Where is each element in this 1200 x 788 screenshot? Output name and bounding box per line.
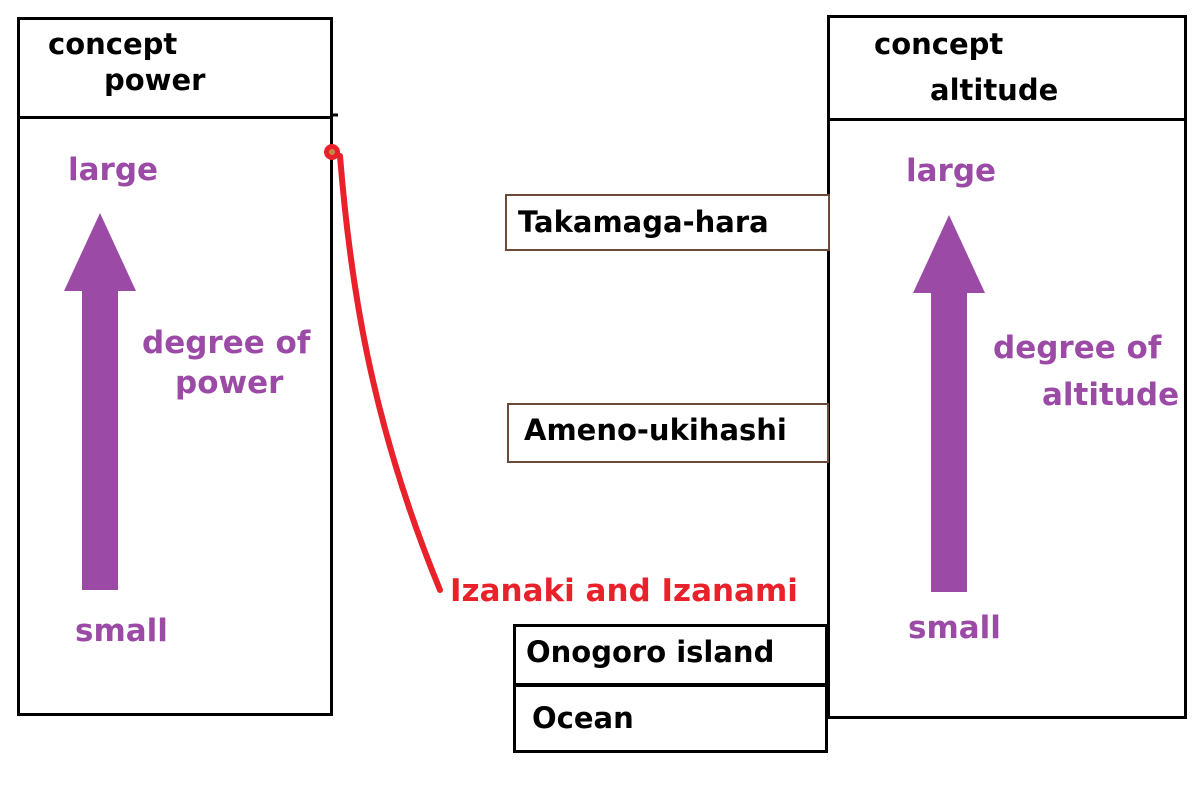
ameno-ukihashi-label: Ameno-ukihashi xyxy=(524,413,787,447)
red-connector-curve xyxy=(337,153,443,593)
power-header-line1: concept xyxy=(48,27,178,61)
altitude-large-label: large xyxy=(906,153,997,189)
altitude-header-line2: altitude xyxy=(930,73,1059,107)
power-header-line2: power xyxy=(104,63,206,97)
power-axis-label-line2: power xyxy=(175,365,284,401)
up-arrow-icon xyxy=(913,215,985,592)
ocean-label: Ocean xyxy=(532,701,634,735)
altitude-panel-header xyxy=(830,18,1184,121)
ameno-ukihashi-box xyxy=(507,403,829,463)
power-small-label: small xyxy=(75,613,168,649)
altitude-axis-label-line1: degree of xyxy=(993,330,1162,366)
up-arrow-icon xyxy=(64,213,136,590)
power-panel-header xyxy=(20,20,330,119)
ocean-box xyxy=(513,684,828,753)
power-large-label: large xyxy=(68,152,159,188)
takamaga-hara-box xyxy=(505,194,830,251)
power-panel xyxy=(17,17,333,716)
power-axis-label-line1: degree of xyxy=(142,325,311,361)
altitude-panel xyxy=(827,15,1187,719)
onogoro-island-label: Onogoro island xyxy=(526,635,775,669)
altitude-header-line1: concept xyxy=(874,27,1004,61)
altitude-axis-label-line2: altitude xyxy=(1042,377,1180,413)
takamaga-hara-label: Takamaga-hara xyxy=(518,205,769,239)
altitude-small-label: small xyxy=(908,610,1001,646)
izanaki-izanami-label: Izanaki and Izanami xyxy=(450,573,798,609)
